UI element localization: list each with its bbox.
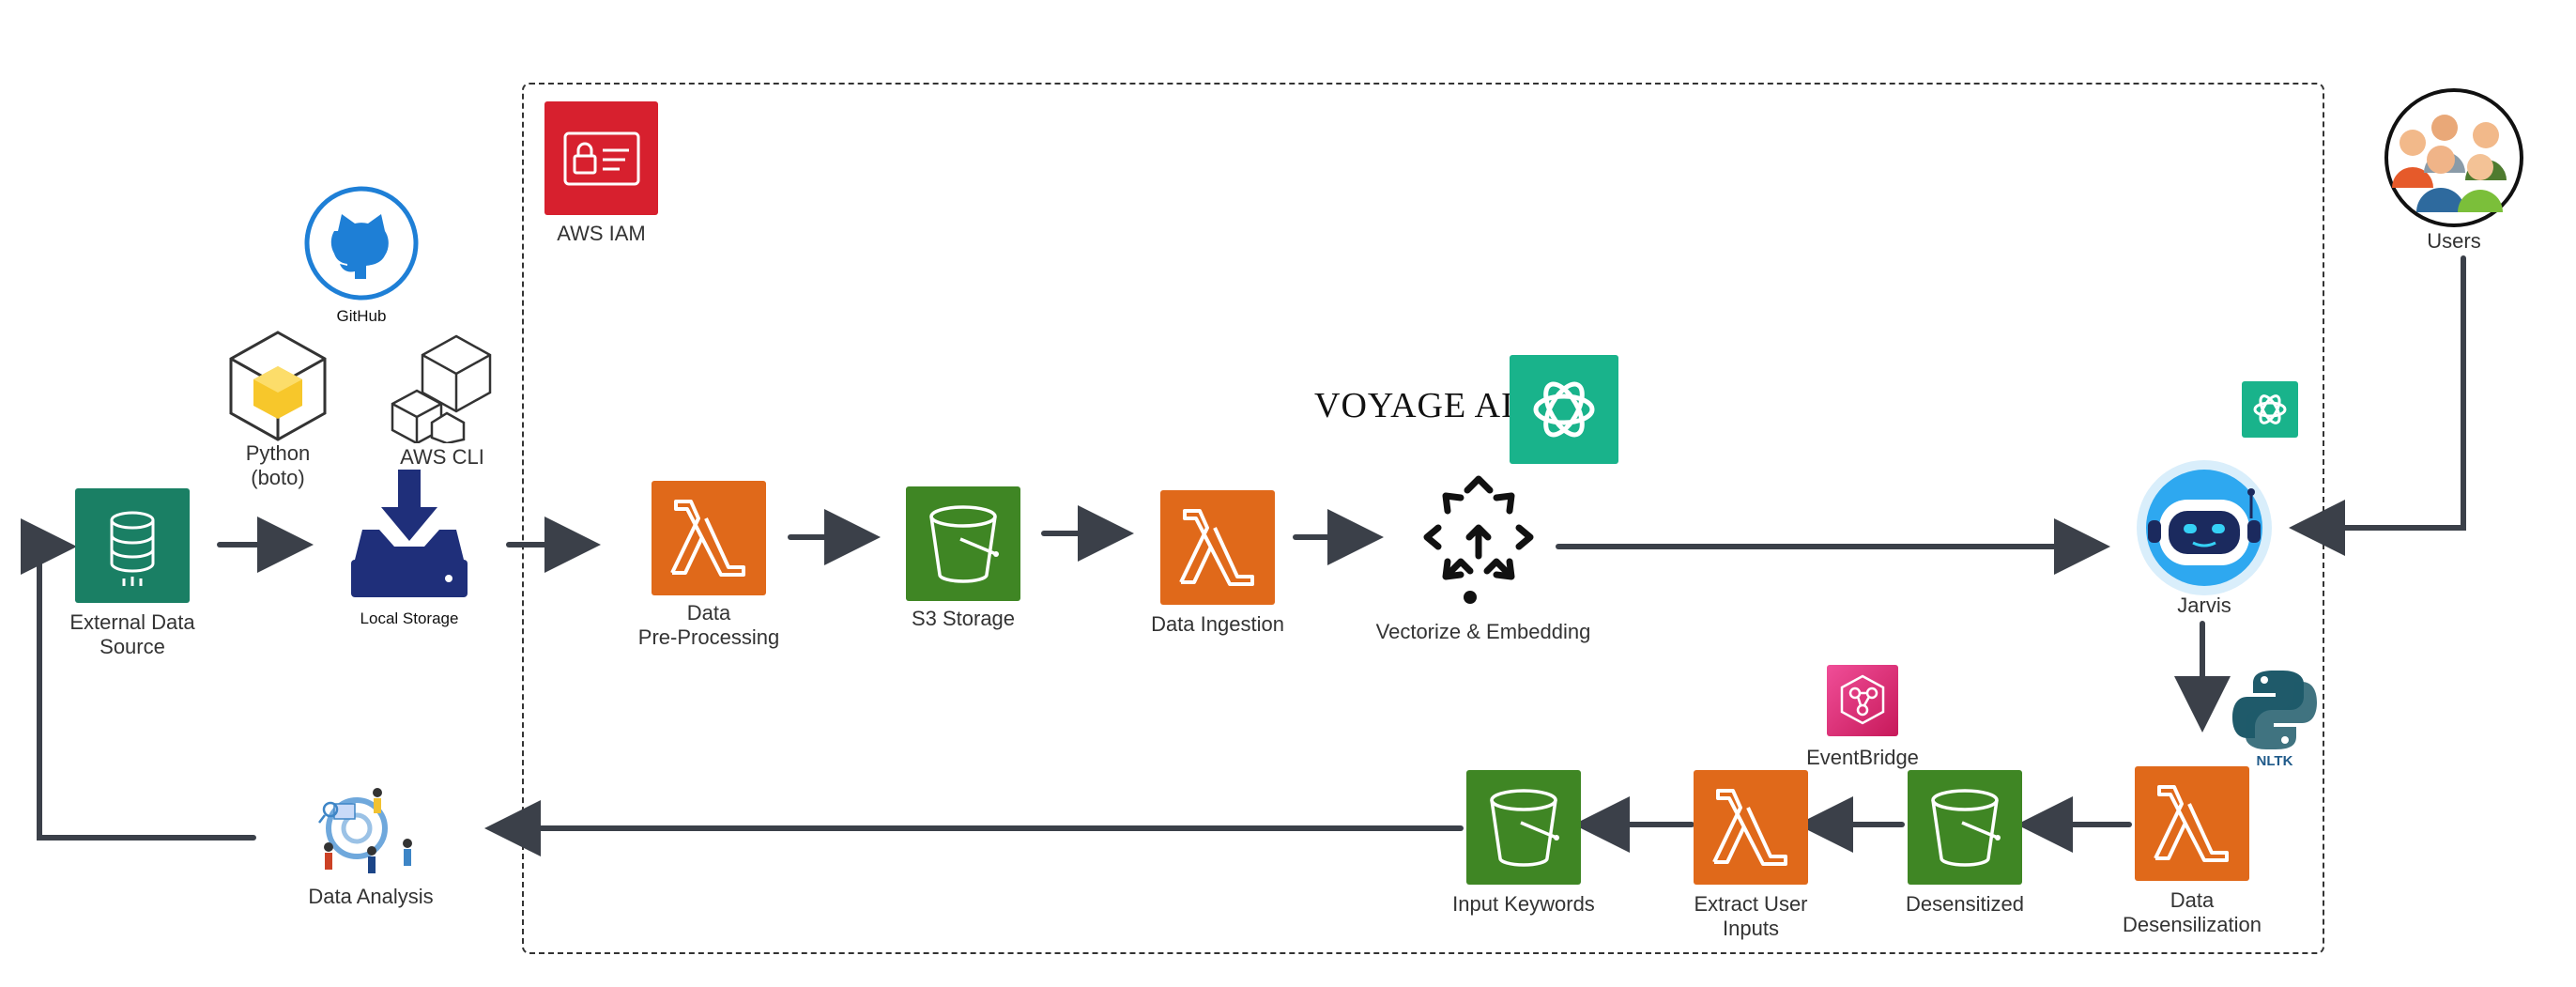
arrow-analysis-to-external [21,518,256,840]
analytics-people-icon [318,788,412,873]
eventbridge-icon [1840,674,1885,725]
jarvis-label: Jarvis [2177,594,2231,617]
vectorize-node[interactable] [1418,471,1540,609]
s3-storage-node[interactable] [906,486,1020,601]
cube-icon [229,331,327,441]
github-octocat-icon [304,186,419,301]
aws-cli-label: AWS CLI [400,445,484,469]
download-drive-icon [351,470,468,597]
bucket-icon [1490,789,1559,867]
ingestion-label: Data Ingestion [1151,612,1284,636]
lambda-icon [1712,789,1787,866]
desensitized-s3-node[interactable] [1908,770,2022,885]
lambda-icon [670,500,745,577]
s3-storage-label: S3 Storage [911,607,1016,630]
robot-icon [2137,460,2272,595]
users-label: Users [2427,229,2481,253]
bucket-icon [1931,789,2001,867]
users-group-icon [2384,88,2523,227]
extract-label-1: Extract User [1694,892,1808,916]
iam-node[interactable] [544,101,658,215]
external-data-label-1: External Data [69,610,195,634]
preproc-label-2: Pre-Processing [637,625,780,649]
vectorize-label: Vectorize & Embedding [1375,620,1591,643]
github-label: GitHub [336,307,387,325]
python-boto-node[interactable] [225,329,330,443]
external-data-label-2: Source [100,635,165,658]
users-node[interactable] [2383,86,2525,229]
data-analysis-node[interactable] [310,785,432,883]
openai-icon [1533,381,1595,438]
eventbridge-label: EventBridge [1806,746,1919,769]
keywords-label: Input Keywords [1452,892,1595,916]
external-data-node[interactable] [75,488,190,603]
arrow-users-to-jarvis [2289,255,2466,556]
preproc-label-1: Data [686,601,731,625]
local-storage-label: Local Storage [360,609,459,627]
jarvis-node[interactable] [2131,456,2277,597]
desensitized-label: Desensitized [1906,892,2024,916]
voyage-ai-logo: VOYAGE AI [1314,386,1514,425]
python-boto-label-2: (boto) [251,466,305,489]
openai-node [1510,355,1618,464]
embedding-network-icon [1423,475,1534,604]
openai-badge [2242,381,2298,438]
cubes-icon [391,334,492,445]
iam-id-card-icon [563,131,640,186]
preproc-lambda-node[interactable] [652,481,766,595]
bucket-icon [929,505,999,583]
desens-label-2: Desensilization [2123,913,2262,936]
data-analysis-label: Data Analysis [308,885,434,908]
github-node[interactable] [304,186,419,301]
python-boto-label-1: Python [245,441,311,465]
lambda-icon [2154,785,2229,862]
desens-label-1: Data [2170,888,2215,912]
aws-cli-node[interactable] [389,332,496,445]
python-icon [2232,671,2317,749]
eventbridge-node[interactable] [1827,665,1898,736]
desens-lambda-node[interactable] [2135,766,2249,881]
openai-icon [2253,394,2287,424]
database-icon [110,511,155,586]
local-storage-node[interactable] [347,470,471,599]
nltk-label: NLTK [2256,753,2293,769]
lambda-icon [1179,509,1254,586]
extract-lambda-node[interactable] [1694,770,1808,885]
extract-label-2: Inputs [1723,917,1779,940]
iam-label: AWS IAM [557,222,646,245]
ingestion-lambda-node[interactable] [1160,490,1275,605]
python-nltk-node [2231,667,2319,753]
keywords-s3-node[interactable] [1466,770,1581,885]
